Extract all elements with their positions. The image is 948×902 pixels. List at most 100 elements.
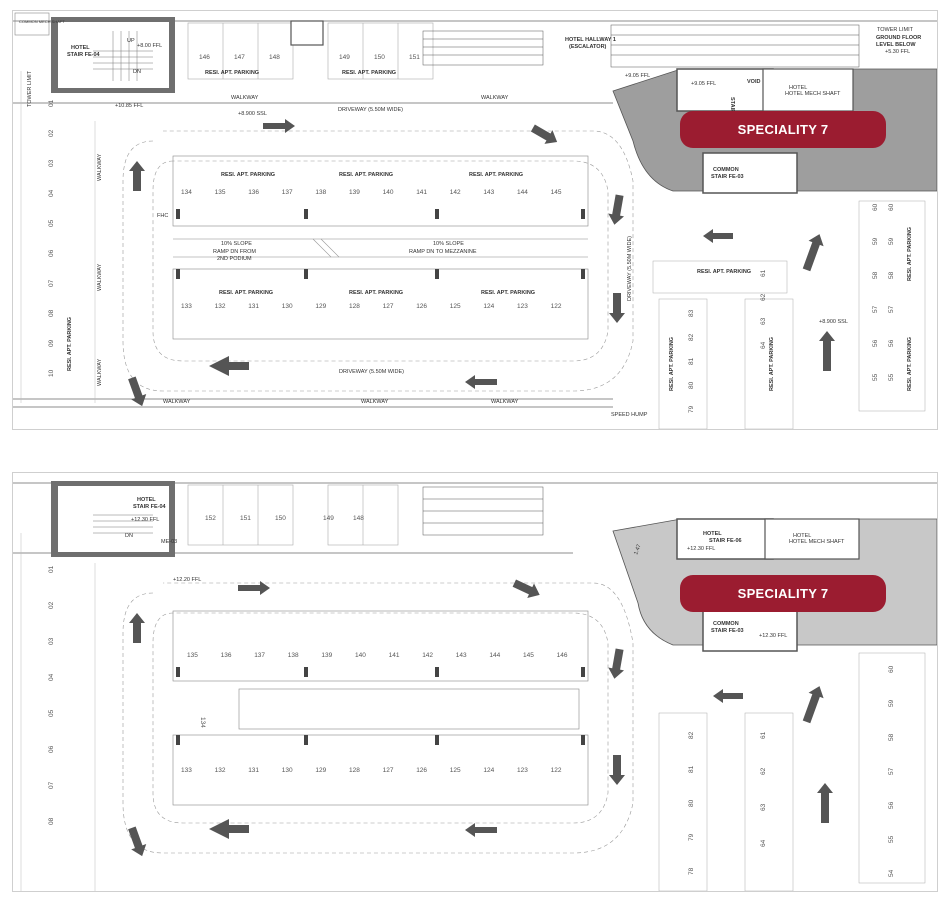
- stall-number: 60: [888, 665, 895, 673]
- stall-number: 148: [269, 54, 280, 61]
- stair-dn: DN: [133, 69, 141, 75]
- stall-number: 58: [888, 271, 895, 279]
- hotel-stair-fe04: HOTEL STAIR FE-04 UP DN +8.00 FFL: [51, 17, 175, 93]
- stair-ffl: +8.00 FFL: [137, 43, 162, 49]
- stall-number: 149: [323, 515, 334, 522]
- hotel-stair-title: HOTEL: [137, 497, 156, 503]
- stall-number: 134: [181, 189, 192, 196]
- stall-number: 144: [489, 652, 500, 659]
- stall-number: 135: [215, 189, 226, 196]
- speciality-7-badge: SPECIALITY 7: [680, 575, 886, 612]
- stair-fe06: [676, 518, 774, 560]
- stall-number: 132: [215, 303, 226, 310]
- ffl-marker: +12.30 FFL: [687, 546, 715, 552]
- stall-number: 126: [416, 767, 427, 774]
- ssl-marker: +8.900 SSL: [238, 111, 267, 117]
- stall-number: 09: [48, 339, 55, 347]
- stall-number: 123: [517, 767, 528, 774]
- hotel-stair-sub: STAIR FE-04: [133, 504, 167, 510]
- central-parking-block: [172, 610, 589, 806]
- ground-floor-label: GROUND FLOOR: [876, 35, 921, 41]
- stall-number: 59: [888, 699, 895, 707]
- hotel-stair-title: HOTEL: [71, 45, 90, 51]
- stall-number: 59: [888, 237, 895, 245]
- stall-number: 07: [48, 781, 55, 789]
- slope-label: 10% SLOPE: [221, 241, 252, 247]
- stall-number: 124: [483, 303, 494, 310]
- common-stair-box: [702, 610, 798, 652]
- floor-plan-upper-drawing: HOTEL STAIR FE-04 UP DN +8.00 FFL COMMON…: [13, 12, 937, 429]
- stall-number: 08: [48, 817, 55, 825]
- stall-number: 142: [450, 189, 461, 196]
- escalators: [422, 486, 544, 536]
- stall-number: 82: [688, 731, 695, 739]
- resi-parking-vertical: RESI. APT. PARKING: [67, 317, 73, 371]
- walkway-label: WALKWAY: [361, 399, 389, 405]
- hotel-stair-fe04: HOTEL STAIR FE-04 +12.30 FFL DN: [51, 481, 175, 557]
- stall-number: 135: [187, 652, 198, 659]
- traffic-arrows: [128, 119, 835, 407]
- hotel-hallway-label: HOTEL HALLWAY 1: [565, 37, 616, 43]
- stair-up: UP: [127, 38, 135, 44]
- stall-number: 54: [888, 869, 895, 877]
- stall-number: 04: [48, 189, 55, 197]
- stall-number: 07: [48, 279, 55, 287]
- stall-number: 82: [688, 333, 695, 341]
- stall-number: 02: [48, 601, 55, 609]
- stall-number: 130: [282, 303, 293, 310]
- speed-hump-label: SPEED HUMP: [611, 412, 648, 418]
- stall-number: 64: [760, 341, 767, 349]
- stall-number: 147: [234, 54, 245, 61]
- resi-parking-label: RESI. APT. PARKING: [349, 290, 403, 296]
- stall-number: 04: [48, 673, 55, 681]
- resi-parking-label: RESI. APT. PARKING: [339, 172, 393, 178]
- escalator-label: (ESCALATOR): [569, 44, 607, 50]
- tower-limit-label: TOWER LIMIT: [27, 70, 33, 107]
- stall-number: 134: [199, 717, 206, 728]
- resi-parking-label: RESI. APT. PARKING: [697, 269, 751, 275]
- stall-number: 139: [321, 652, 332, 659]
- stall-number: 144: [517, 189, 528, 196]
- stall-number: 01: [48, 565, 55, 573]
- stall-number: 122: [551, 303, 562, 310]
- stall-number: 145: [523, 652, 534, 659]
- stall-number: 131: [248, 303, 259, 310]
- stall-number: 83: [688, 309, 695, 317]
- stall-number: 150: [275, 515, 286, 522]
- stall-number: 130: [282, 767, 293, 774]
- stall-number: 01: [48, 99, 55, 107]
- stall-number: 149: [339, 54, 350, 61]
- stall-number: 03: [48, 159, 55, 167]
- stall-number: 136: [221, 652, 232, 659]
- common-mech-shaft: COMMON MECH SHAFT: [19, 19, 65, 24]
- level-ffl: +5.30 FFL: [885, 49, 910, 55]
- mech-label: ME-03: [161, 539, 177, 545]
- common-stair-sub: STAIR FE-03: [711, 174, 744, 180]
- void-label: VOID: [747, 79, 760, 85]
- stall-number: 138: [315, 189, 326, 196]
- escalators: [422, 24, 860, 68]
- walkway-vertical: WALKWAY: [97, 358, 103, 386]
- ffl-marker: +12.20 FFL: [173, 577, 201, 583]
- stall-number: 126: [416, 303, 427, 310]
- stall-number: 55: [888, 373, 895, 381]
- walkway-vertical: WALKWAY: [97, 153, 103, 181]
- tower-limit-label: TOWER LIMIT: [877, 27, 914, 33]
- stall-number: 151: [240, 515, 251, 522]
- stair-dn: DN: [125, 533, 133, 539]
- stall-number: 140: [355, 652, 366, 659]
- ramp-label: 2ND PODIUM: [217, 256, 252, 262]
- stall-number: 64: [760, 839, 767, 847]
- stall-number: 57: [872, 305, 879, 313]
- walkway-label: WALKWAY: [231, 95, 259, 101]
- driveway-vertical: DRIVEWAY (5.50M WIDE): [627, 236, 633, 301]
- stair-fe06-label: STAIR FE-06: [709, 538, 742, 544]
- common-stair-label: COMMON: [713, 167, 739, 173]
- level-below-label: LEVEL BELOW: [876, 42, 916, 48]
- ffl-marker: +9.05 FFL: [625, 73, 650, 79]
- stall-number: 137: [254, 652, 265, 659]
- stall-number: 128: [349, 303, 360, 310]
- stall-number: 123: [517, 303, 528, 310]
- resi-parking-vertical: RESI. APT. PARKING: [669, 337, 675, 391]
- stall-number: 60: [872, 203, 879, 211]
